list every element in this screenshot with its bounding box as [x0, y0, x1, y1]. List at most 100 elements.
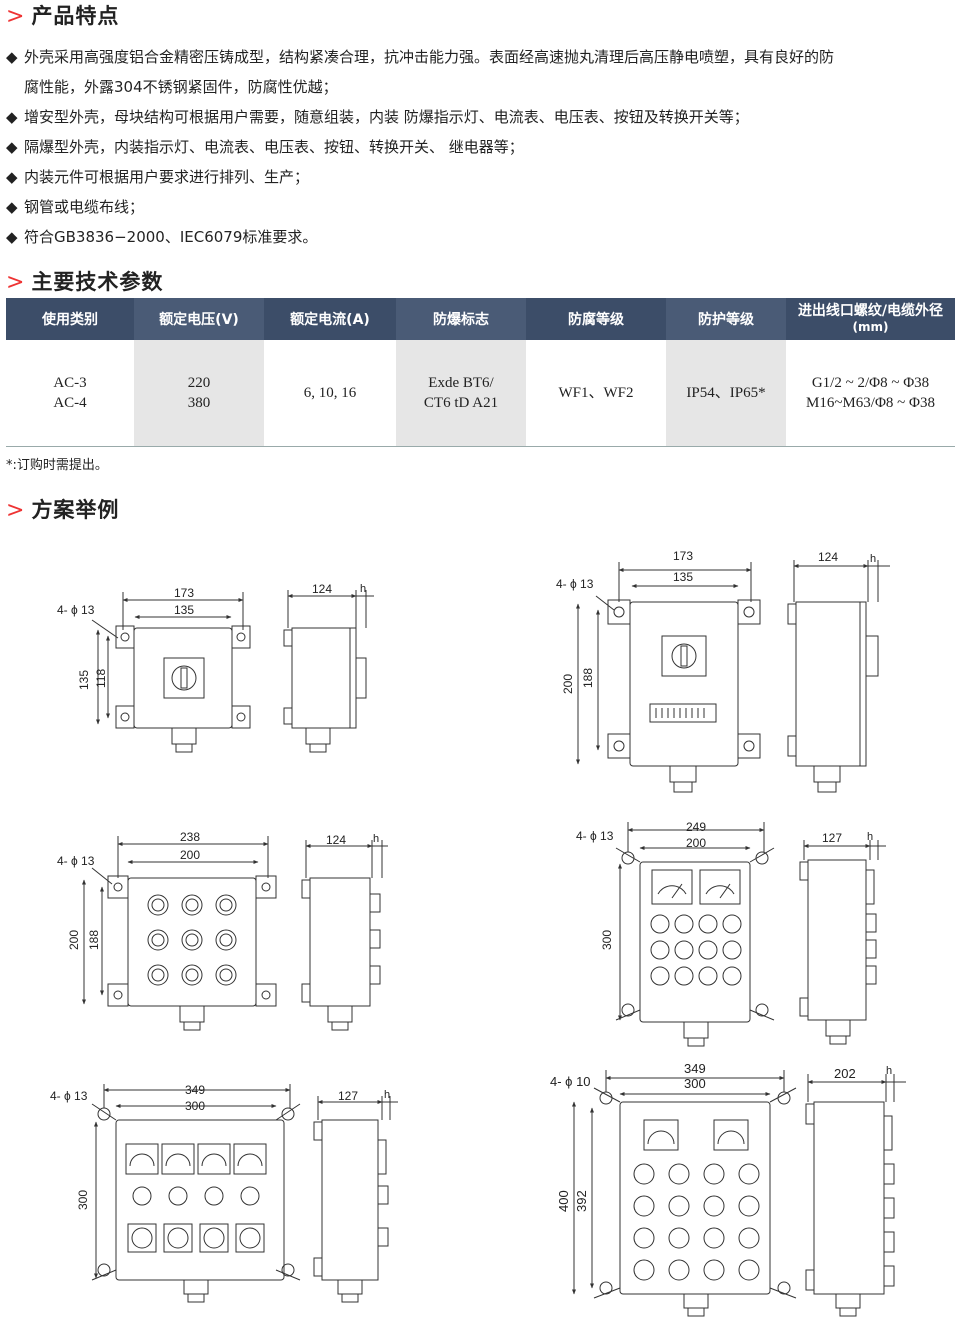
dim-height-outer: 300 [76, 1190, 90, 1210]
feature-item: ◆增安型外壳，母块结构可根据用户需要，随意组装，内装 防爆指示灯、电流表、电压表… [6, 102, 951, 132]
dim-height-outer: 300 [600, 930, 614, 950]
rotary-switch-icon [661, 635, 707, 677]
section-title-params: >主要技术参数 [6, 270, 164, 295]
header-current: 额定电流(A) [264, 298, 396, 340]
button-grid [633, 1163, 760, 1281]
dim-height-inner: 392 [574, 1190, 589, 1212]
meter-row [125, 1143, 267, 1175]
diamond-bullet-icon: ◆ [6, 108, 18, 126]
dim-height-inner: 188 [87, 930, 101, 950]
header-ex-mark: 防爆标志 [396, 298, 526, 340]
dim-depth: 124 [818, 550, 838, 564]
meter-icon [713, 1119, 749, 1151]
dim-h: h [384, 1089, 390, 1101]
button-grid [147, 894, 237, 986]
dim-hole: 4- ϕ 10 [550, 1074, 591, 1089]
diamond-bullet-icon: ◆ [6, 228, 18, 246]
drawing-5 [91, 1084, 398, 1303]
table-header-row: 使用类别 额定电压(V) 额定电流(A) 防爆标志 防腐等级 防护等级 进出线口… [6, 298, 955, 340]
button-row [132, 1186, 260, 1206]
drawing-3 [82, 836, 388, 1031]
mounting-ear [231, 705, 251, 729]
dim-depth: 127 [338, 1089, 358, 1103]
dim-width-inner: 135 [174, 603, 194, 617]
diamond-bullet-icon: ◆ [6, 168, 18, 186]
feature-list: ◆外壳采用高强度铝合金精密压铸成型，结构紧凑合理，抗冲击能力强。表面经高速抛丸清… [6, 42, 951, 252]
chevron-right-icon: > [6, 4, 26, 29]
dim-hole: 4- ϕ 13 [576, 829, 614, 843]
drawing-1 [91, 590, 374, 753]
switch-row [127, 1223, 265, 1253]
dim-height-outer: 200 [561, 674, 575, 694]
dim-height-inner: 118 [94, 669, 108, 688]
dim-h: h [360, 583, 366, 595]
dim-hole: 4- ϕ 13 [50, 1089, 88, 1103]
dim-width-outer: 349 [185, 1083, 205, 1097]
dim-width-inner: 135 [673, 570, 693, 584]
drawing-6 [572, 1070, 906, 1317]
order-note: *:订购时需提出。 [6, 458, 108, 473]
dim-h: h [870, 553, 876, 565]
header-anticorrosion: 防腐等级 [526, 298, 666, 340]
feature-item-continued: 腐性能，外露304不锈钢紧固件，防腐性优越； [24, 78, 338, 96]
mounting-ear [231, 625, 251, 649]
dim-h: h [867, 831, 873, 843]
label-plate [649, 703, 717, 723]
enclosure-side [309, 877, 371, 1007]
dim-width-outer: 249 [686, 820, 706, 834]
feature-item: ◆内装元件可根据用户要求进行排列、生产； [6, 162, 951, 192]
feature-item: ◆钢管或电缆布线； [6, 192, 951, 222]
enclosure-side [807, 859, 867, 1021]
dim-width-outer: 238 [180, 830, 200, 844]
enclosure-front [115, 1119, 285, 1281]
feature-item: ◆外壳采用高强度铝合金精密压铸成型，结构紧凑合理，抗冲击能力强。表面经高速抛丸清… [6, 42, 951, 72]
mounting-ear [115, 705, 135, 729]
dim-height-outer: 200 [67, 930, 81, 950]
diamond-bullet-icon: ◆ [6, 198, 18, 216]
enclosure-front [629, 601, 739, 767]
enclosure-side [813, 1101, 885, 1295]
section-title-features: >产品特点 [6, 4, 120, 29]
chevron-right-icon: > [6, 498, 26, 523]
meter-icon [651, 869, 693, 905]
cell-anticorrosion: WF1、WF2 [558, 385, 634, 401]
dim-depth: 124 [312, 582, 332, 596]
chevron-right-icon: > [6, 270, 26, 295]
drawing-4 [615, 822, 886, 1047]
enclosure-side [291, 627, 351, 729]
header-protection: 防护等级 [666, 298, 786, 340]
dim-depth: 127 [822, 831, 842, 845]
enclosure-front [133, 627, 233, 729]
cell-ex-mark: Exde BT6/CT6 tD A21 [396, 340, 526, 447]
header-voltage: 额定电压(V) [134, 298, 264, 340]
button-grid [650, 914, 742, 986]
dim-width-outer: 173 [174, 586, 194, 600]
dim-h: h [886, 1065, 892, 1077]
dim-width-outer: 349 [684, 1061, 706, 1076]
dim-width-inner: 200 [686, 836, 706, 850]
technical-drawings: 4- ϕ 13 173 135 135 118 124 h 4- ϕ [50, 549, 906, 1317]
enclosure-side [795, 601, 861, 767]
enclosure-front [619, 1101, 771, 1295]
dim-height-outer: 135 [77, 670, 91, 690]
dim-depth: 124 [326, 833, 346, 847]
mounting-ear [115, 625, 135, 649]
feature-item: ◆隔爆型外壳，内装指示灯、电流表、电压表、按钮、转换开关、 继电器等； [6, 132, 951, 162]
dim-hole: 4- ϕ 13 [556, 577, 594, 591]
dim-h: h [373, 833, 379, 845]
dim-width-inner: 200 [180, 848, 200, 862]
meter-icon [699, 869, 741, 905]
dim-height-outer: 400 [556, 1190, 571, 1212]
dim-width-outer: 173 [673, 549, 693, 563]
drawing-2 [576, 560, 890, 793]
enclosure-front [639, 861, 751, 1023]
dim-hole: 4- ϕ 13 [57, 603, 95, 617]
params-table: 使用类别 额定电压(V) 额定电流(A) 防爆标志 防腐等级 防护等级 进出线口… [6, 298, 955, 447]
cable-gland [669, 766, 697, 793]
meter-icon [643, 1119, 679, 1151]
dim-depth: 202 [834, 1066, 856, 1081]
